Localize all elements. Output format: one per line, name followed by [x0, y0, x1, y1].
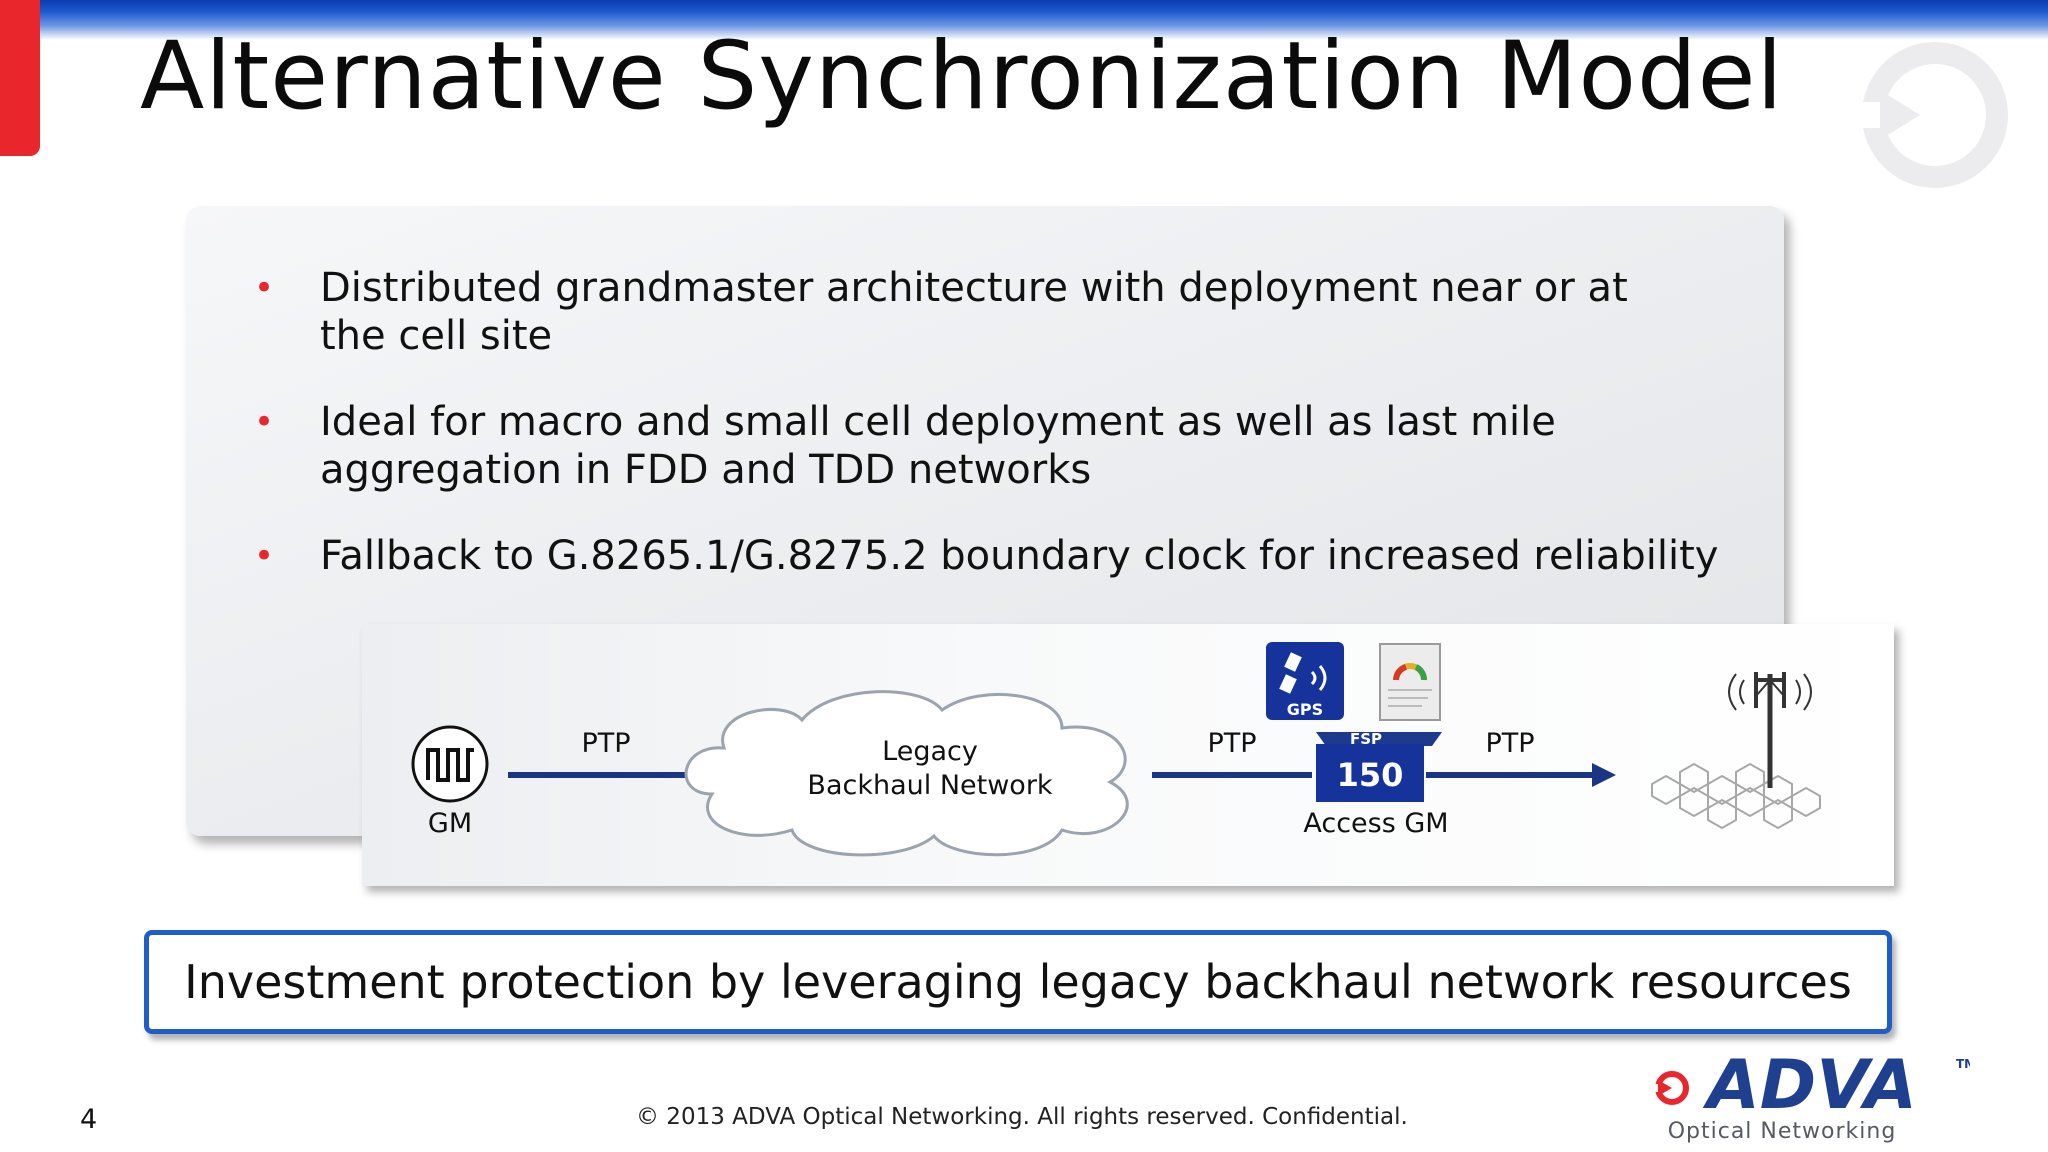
- ptp-label: PTP: [1485, 728, 1534, 759]
- cloud-icon: [684, 690, 1129, 857]
- gps-satellite-icon: GPS: [1266, 642, 1344, 720]
- bullet-item: • Distributed grandmaster architecture w…: [250, 264, 1780, 360]
- access-gm-label: Access GM: [1303, 808, 1448, 839]
- adva-logo-icon: [1654, 1071, 1689, 1105]
- bullet-text-line: Ideal for macro and small cell deploymen…: [320, 399, 1556, 445]
- bullet-marker: •: [254, 268, 275, 308]
- adva-watermark-icon: [1860, 42, 2008, 188]
- arrowhead: [1592, 763, 1616, 787]
- gps-label: GPS: [1287, 700, 1323, 719]
- hex-cell-grid-icon: [1651, 762, 1821, 830]
- cloud-label-line2: Backhaul Network: [807, 770, 1053, 801]
- top-gradient-bar: [0, 0, 2048, 40]
- fsp150-device-icon: FSP 150: [1316, 730, 1442, 802]
- slide-title: Alternative Synchronization Model: [140, 22, 1784, 131]
- page-number: 4: [80, 1104, 98, 1135]
- bullet-marker: •: [254, 402, 275, 442]
- device-brand-label: FSP: [1350, 730, 1382, 748]
- adva-logo: ADVA TM Optical Networking: [1654, 1048, 1970, 1144]
- ptp-label: PTP: [1207, 728, 1256, 759]
- bullet-item: • Fallback to G.8265.1/G.8275.2 boundary…: [250, 532, 1780, 580]
- bullet-text-line: Fallback to G.8265.1/G.8275.2 boundary c…: [320, 533, 1719, 579]
- gm-label: GM: [428, 808, 472, 839]
- logo-brand: ADVA: [1702, 1048, 1917, 1125]
- bullet-text-line: the cell site: [320, 313, 553, 359]
- cell-tower-icon: [1728, 672, 1812, 788]
- highlight-box: Investment protection by leveraging lega…: [144, 930, 1892, 1034]
- bullet-item: • Ideal for macro and small cell deploym…: [250, 398, 1780, 494]
- diagram-panel: GM PTP Legacy Backhaul Network PTP GPS: [362, 624, 1894, 886]
- bullet-text-line: Distributed grandmaster architecture wit…: [320, 265, 1628, 311]
- clock-pulse-icon: [411, 725, 489, 803]
- ptp-label: PTP: [581, 728, 630, 759]
- bullet-list: • Distributed grandmaster architecture w…: [250, 264, 1780, 618]
- logo-trademark: TM: [1956, 1057, 1970, 1071]
- red-accent-tab: [0, 0, 40, 156]
- bullet-marker: •: [254, 536, 275, 576]
- cloud-label-line1: Legacy: [882, 736, 978, 767]
- device-model-label: 150: [1337, 756, 1404, 794]
- bullet-text-line: aggregation in FDD and TDD networks: [320, 447, 1092, 493]
- gauge-report-icon: [1379, 643, 1441, 721]
- copyright-footer: © 2013 ADVA Optical Networking. All righ…: [636, 1104, 1408, 1130]
- logo-subtitle: Optical Networking: [1668, 1119, 1897, 1144]
- sync-diagram: GM PTP Legacy Backhaul Network PTP GPS: [411, 642, 1821, 857]
